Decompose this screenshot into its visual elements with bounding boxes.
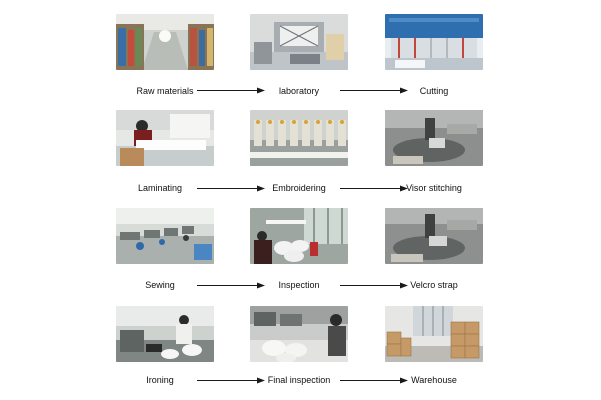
- step-label-laminating: Laminating: [137, 183, 183, 193]
- embroidery-machines-photo: [250, 110, 348, 166]
- step-label-warehouse: Warehouse: [411, 375, 457, 385]
- flow-arrow-row3-a: [197, 281, 265, 290]
- step-label-ironing: Ironing: [146, 375, 174, 385]
- visor-stitching-photo: [385, 110, 483, 166]
- ironing-station-photo: [116, 306, 214, 362]
- laminating-table-photo: [116, 110, 214, 166]
- final-inspection-photo: [250, 306, 348, 362]
- lab-machine-photo: [250, 14, 348, 70]
- step-label-laboratory: laboratory: [278, 86, 320, 96]
- step-label-inspection: Inspection: [278, 280, 320, 290]
- warehouse-boxes-photo: [385, 306, 483, 362]
- cutting-machine-photo: [385, 14, 483, 70]
- step-label-cutting: Cutting: [419, 86, 449, 96]
- flow-arrow-row1-a: [197, 86, 265, 95]
- flow-arrow-row2-b: [340, 184, 408, 193]
- flow-arrow-row4-b: [340, 376, 408, 385]
- warehouse-aisle-photo: [116, 14, 214, 70]
- step-label-sewing: Sewing: [145, 280, 175, 290]
- sewing-floor-photo: [116, 208, 214, 264]
- cap-inspection-photo: [250, 208, 348, 264]
- step-label-velcro-strap: Velcro strap: [410, 280, 458, 290]
- flow-arrow-row2-a: [197, 184, 265, 193]
- velcro-strap-photo: [385, 208, 483, 264]
- flow-arrow-row4-a: [197, 376, 265, 385]
- step-label-raw-materials: Raw materials: [136, 86, 194, 96]
- step-label-embroidering: Embroidering: [272, 183, 326, 193]
- step-label-final-inspection: Final inspection: [267, 375, 331, 385]
- flow-arrow-row1-b: [340, 86, 408, 95]
- flow-arrow-row3-b: [340, 281, 408, 290]
- step-label-visor-stitching: Visor stitching: [406, 183, 462, 193]
